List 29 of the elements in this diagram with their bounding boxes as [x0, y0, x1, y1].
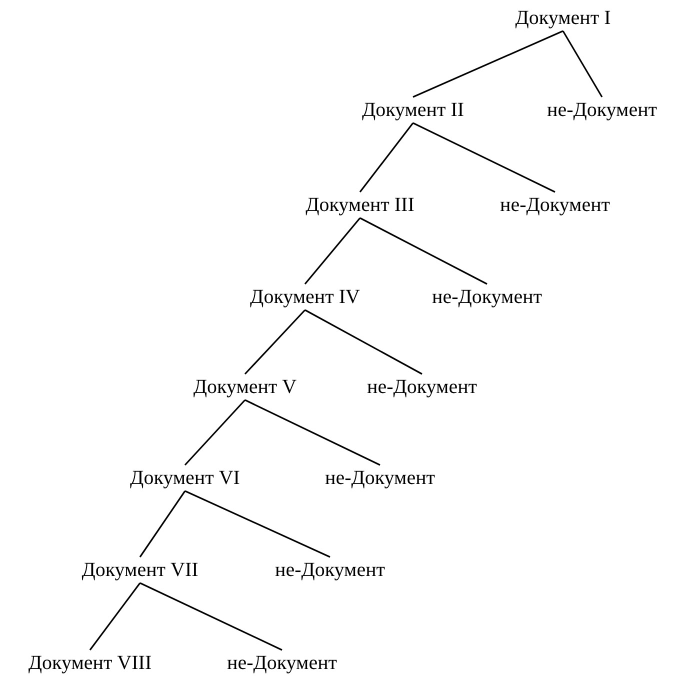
tree-line: [244, 399, 380, 466]
node-label: Документ IV: [250, 286, 360, 308]
tree-line: [184, 399, 246, 466]
node-label: Документ VI: [130, 467, 240, 489]
node-label: не-Документ: [226, 652, 338, 674]
tree-line: [360, 217, 488, 285]
tree-line: [184, 490, 330, 558]
tree-line: [140, 582, 282, 651]
node-label: Документ VIII: [28, 652, 152, 674]
node-label: не-Документ: [274, 559, 386, 581]
tree-line: [304, 309, 422, 375]
node-label: Документ II: [362, 99, 464, 121]
node-label: не-Документ: [546, 99, 658, 121]
tree-line: [244, 309, 306, 375]
node-label: не-Документ: [366, 376, 478, 398]
tree-line: [412, 30, 564, 98]
node-label: Документ VII: [82, 559, 198, 581]
tree-line: [562, 30, 603, 98]
tree-line: [412, 122, 556, 193]
node-label: не-Документ: [500, 194, 610, 216]
node-label: не-Документ: [432, 286, 542, 308]
tree-line: [304, 217, 361, 285]
node-label: не-Документ: [324, 467, 436, 489]
tree-line: [359, 122, 414, 192]
node-label: Документ I: [515, 7, 611, 29]
tree-line: [139, 490, 186, 558]
node-label: Документ III: [306, 194, 414, 216]
node-label: Документ V: [193, 376, 297, 398]
tree-line: [89, 582, 141, 650]
